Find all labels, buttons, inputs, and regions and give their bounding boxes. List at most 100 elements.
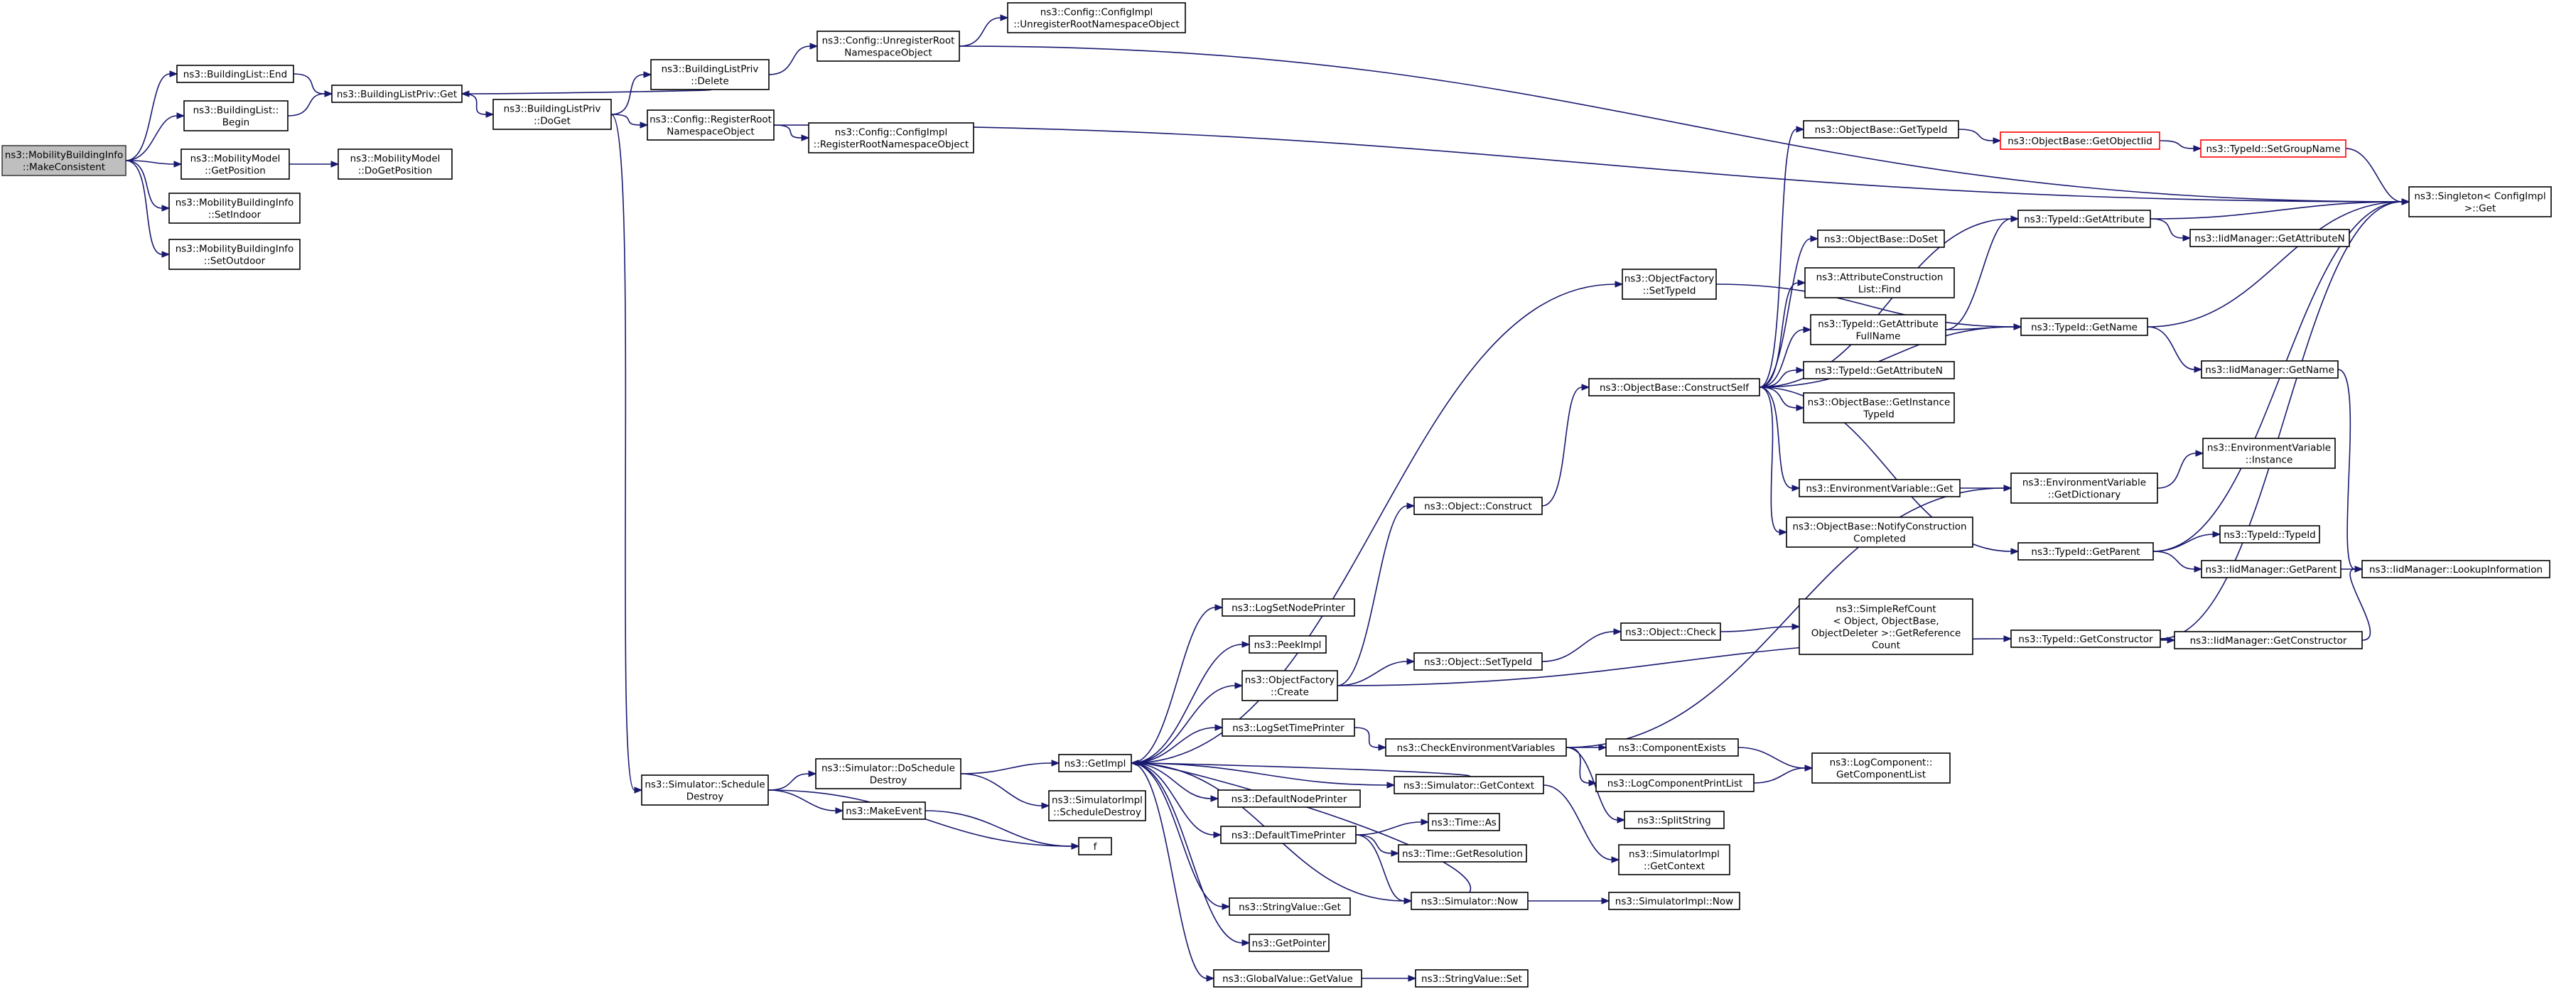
node-mm-do-get-pos[interactable]: ns3::MobilityModel::DoGetPosition bbox=[338, 148, 453, 180]
node-src-get-ref-count[interactable]: ns3::SimpleRefCount< Object, ObjectBase,… bbox=[1799, 598, 1973, 655]
node-time-get-res[interactable]: ns3::Time::GetResolution bbox=[1398, 844, 1527, 863]
edge-line bbox=[610, 114, 635, 791]
node-ob-get-object-iid[interactable]: ns3::ObjectBase::GetObjectIid bbox=[2000, 131, 2160, 150]
node-env-var-get[interactable]: ns3::EnvironmentVariable::Get bbox=[1799, 479, 1961, 497]
node-sim-impl-get-context[interactable]: ns3::SimulatorImpl::GetContext bbox=[1618, 844, 1730, 875]
node-obj-fact-set-type-id[interactable]: ns3::ObjectFactory::SetTypeId bbox=[1622, 269, 1717, 300]
node-gv-get-value[interactable]: ns3::GlobalValue::GetValue bbox=[1213, 969, 1362, 988]
edge-get-impl-to-log-set-node-printer bbox=[1131, 604, 1224, 764]
node-root[interactable]: ns3::MobilityBuildingInfo::MakeConsisten… bbox=[1, 145, 126, 176]
node-get-pointer[interactable]: ns3::GetPointer bbox=[1249, 934, 1330, 952]
node-sim-sched-destroy[interactable]: ns3::Simulator::ScheduleDestroy bbox=[641, 774, 769, 806]
node-f[interactable]: f bbox=[1078, 837, 1112, 855]
node-iid-lookup-info[interactable]: ns3::IidManager::LookupInformation bbox=[2361, 560, 2550, 578]
node-ob-do-set[interactable]: ns3::ObjectBase::DoSet bbox=[1817, 229, 1945, 248]
node-default-time-printer[interactable]: ns3::DefaultTimePrinter bbox=[1220, 826, 1357, 844]
edge-arrowhead bbox=[1378, 744, 1387, 751]
node-obj-check[interactable]: ns3::Object::Check bbox=[1620, 622, 1721, 641]
node-str-val-set[interactable]: ns3::StringValue::Set bbox=[1415, 969, 1529, 988]
node-log-comp-get-list[interactable]: ns3::LogComponent::GetComponentList bbox=[1811, 752, 1951, 784]
node-time-as[interactable]: ns3::Time::As bbox=[1428, 813, 1500, 831]
node-obj-set-type-id[interactable]: ns3::Object::SetTypeId bbox=[1413, 652, 1543, 671]
node-sim-now[interactable]: ns3::Simulator::Now bbox=[1411, 892, 1529, 910]
node-tid-get-parent[interactable]: ns3::TypeId::GetParent bbox=[2017, 542, 2154, 561]
edge-make-event-to-f bbox=[925, 810, 1080, 850]
node-log-set-time-printer[interactable]: ns3::LogSetTimePrinter bbox=[1222, 718, 1355, 737]
node-env-var-instance[interactable]: ns3::EnvironmentVariable::Instance bbox=[2202, 438, 2336, 469]
node-obj-fact-create[interactable]: ns3::ObjectFactory::Create bbox=[1241, 670, 1338, 701]
node-peek-impl[interactable]: ns3::PeekImpl bbox=[1249, 635, 1327, 654]
edge-line bbox=[925, 810, 1072, 847]
node-iid-get-attr-n[interactable]: ns3::IidManager::GetAttributeN bbox=[2189, 229, 2350, 247]
node-make-event[interactable]: ns3::MakeEvent bbox=[842, 801, 926, 820]
node-bl-end[interactable]: ns3::BuildingList::End bbox=[176, 65, 294, 83]
node-label: ns3::AttributeConstruction bbox=[1816, 272, 1944, 283]
edge-sim-do-sched-destroy-to-sim-impl-sched-destroy bbox=[960, 773, 1050, 809]
node-label: Completed bbox=[1853, 534, 1906, 545]
node-box bbox=[2200, 139, 2346, 158]
node-label: ::SetOutdoor bbox=[204, 256, 266, 267]
node-sim-impl-now[interactable]: ns3::SimulatorImpl::Now bbox=[1608, 892, 1740, 910]
node-box bbox=[2408, 186, 2552, 217]
node-cfg-reg[interactable]: ns3::Config::RegisterRootNamespaceObject bbox=[647, 109, 775, 141]
node-tid-get-constructor[interactable]: ns3::TypeId::GetConstructor bbox=[2010, 630, 2161, 648]
node-iid-get-constructor[interactable]: ns3::IidManager::GetConstructor bbox=[2174, 631, 2363, 649]
node-label: ns3::Config::ConfigImpl bbox=[1040, 7, 1153, 18]
node-label: ns3::BuildingList::End bbox=[183, 69, 287, 80]
edge-line bbox=[1131, 727, 1216, 764]
edge-line bbox=[773, 124, 802, 139]
node-cfg-impl-reg[interactable]: ns3::Config::ConfigImpl::RegisterRootNam… bbox=[808, 122, 974, 153]
node-singleton-get[interactable]: ns3::Singleton< ConfigImpl>::Get bbox=[2408, 186, 2552, 217]
edge-env-var-get-to-env-var-get-dict bbox=[1960, 485, 2012, 492]
edge-line bbox=[2337, 369, 2356, 570]
node-label: ns3::IidManager::GetName bbox=[2205, 364, 2334, 376]
edge-line bbox=[1958, 129, 1994, 141]
node-str-val-get[interactable]: ns3::StringValue::Get bbox=[1229, 897, 1351, 916]
node-set-outdoor[interactable]: ns3::MobilityBuildingInfo::SetOutdoor bbox=[168, 239, 301, 270]
edge-arrowhead bbox=[1791, 485, 1801, 492]
node-blp-get[interactable]: ns3::BuildingListPriv::Get bbox=[331, 85, 463, 103]
node-sim-impl-sched-destroy[interactable]: ns3::SimulatorImpl::ScheduleDestroy bbox=[1048, 790, 1146, 821]
edge-line bbox=[960, 762, 1052, 774]
node-sim-get-context[interactable]: ns3::Simulator::GetContext bbox=[1394, 776, 1544, 794]
node-tid-get-name[interactable]: ns3::TypeId::GetName bbox=[2020, 318, 2148, 336]
edge-get-impl-to-str-val-get bbox=[1131, 762, 1231, 910]
edge-arrowhead bbox=[640, 121, 649, 129]
node-bl-begin[interactable]: ns3::BuildingList::Begin bbox=[183, 100, 289, 131]
edge-arrowhead bbox=[330, 161, 340, 168]
node-check-env-vars[interactable]: ns3::CheckEnvironmentVariables bbox=[1385, 738, 1567, 757]
node-log-set-node-printer[interactable]: ns3::LogSetNodePrinter bbox=[1222, 598, 1355, 617]
node-label: ns3::Simulator::Schedule bbox=[645, 779, 765, 791]
node-comp-exists[interactable]: ns3::ComponentExists bbox=[1605, 738, 1739, 757]
node-mm-get-pos[interactable]: ns3::MobilityModel::GetPosition bbox=[180, 148, 290, 180]
node-tid-type-id[interactable]: ns3::TypeId::TypeId bbox=[2219, 525, 2320, 544]
edge-ob-construct-self-to-tid-get-attr-full-name bbox=[1759, 326, 1812, 388]
node-blp-delete[interactable]: ns3::BuildingListPriv::Delete bbox=[650, 59, 770, 90]
node-ob-get-type-id[interactable]: ns3::ObjectBase::GetTypeId bbox=[1803, 120, 1959, 139]
node-cfg-unreg[interactable]: ns3::Config::UnregisterRootNamespaceObje… bbox=[817, 31, 960, 62]
node-cfg-impl-unreg[interactable]: ns3::Config::ConfigImpl::UnregisterRootN… bbox=[1007, 2, 1186, 33]
node-ob-notify-const[interactable]: ns3::ObjectBase::NotifyConstructionCompl… bbox=[1786, 517, 1973, 548]
node-set-indoor[interactable]: ns3::MobilityBuildingInfo::SetIndoor bbox=[168, 193, 301, 224]
node-default-node-printer[interactable]: ns3::DefaultNodePrinter bbox=[1217, 789, 1361, 808]
node-tid-get-attr-n[interactable]: ns3::TypeId::GetAttributeN bbox=[1803, 361, 1955, 379]
edge-arrowhead bbox=[1234, 682, 1244, 689]
node-iid-get-name[interactable]: ns3::IidManager::GetName bbox=[2201, 360, 2339, 379]
node-obj-construct[interactable]: ns3::Object::Construct bbox=[1413, 497, 1543, 515]
node-label: ns3::TypeId::TypeId bbox=[2224, 529, 2316, 541]
node-tid-get-attribute[interactable]: ns3::TypeId::GetAttribute bbox=[2017, 210, 2151, 228]
node-tid-set-group-name[interactable]: ns3::TypeId::SetGroupName bbox=[2200, 139, 2346, 158]
node-iid-get-parent[interactable]: ns3::IidManager::GetParent bbox=[2201, 560, 2341, 578]
node-split-string[interactable]: ns3::SplitString bbox=[1624, 811, 1725, 829]
node-env-var-get-dict[interactable]: ns3::EnvironmentVariable::GetDictionary bbox=[2010, 472, 2158, 504]
node-log-comp-print-list[interactable]: ns3::LogComponentPrintList bbox=[1595, 774, 1755, 792]
node-get-impl[interactable]: ns3::GetImpl bbox=[1058, 754, 1132, 772]
node-ob-construct-self[interactable]: ns3::ObjectBase::ConstructSelf bbox=[1588, 378, 1760, 396]
node-blp-do-get[interactable]: ns3::BuildingListPriv::DoGet bbox=[492, 99, 612, 130]
edge-arrowhead bbox=[2193, 145, 2202, 152]
